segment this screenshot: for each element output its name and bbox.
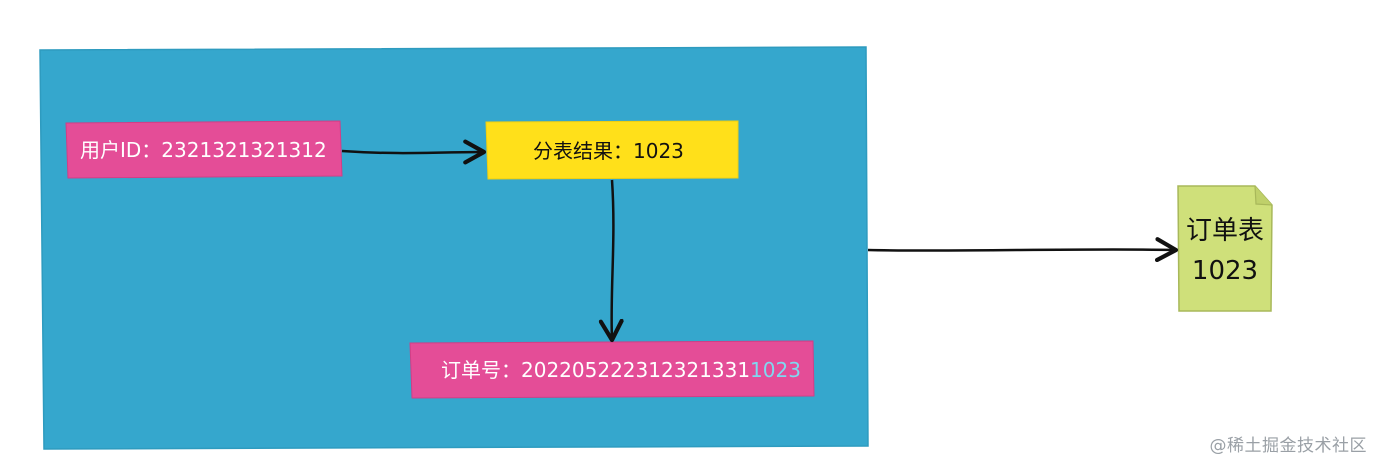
watermark-text: @稀土掘金技术社区 xyxy=(1209,436,1367,456)
document-icon xyxy=(1177,185,1273,312)
arrow-shard-to-order xyxy=(598,179,624,343)
order-table-document: 订单表 1023 xyxy=(1177,185,1273,312)
shard-result-label: 分表结果：1023 xyxy=(533,139,684,163)
user-id-node: 用户ID：2321321321312 xyxy=(65,120,343,179)
order-number-node: 订单号：2022052223123213311023 xyxy=(409,340,815,399)
arrow-container-to-table xyxy=(867,237,1179,263)
order-table-title: 订单表 xyxy=(1186,216,1264,246)
user-id-label: 用户ID：2321321321312 xyxy=(80,138,327,162)
arrow-user-to-shard xyxy=(341,139,487,165)
svg-text:订单号：2022052223123213311023: 订单号：2022052223123213311023 xyxy=(441,358,801,382)
order-number-suffix: 1023 xyxy=(750,358,801,382)
order-number-prefix: 订单号：202205222312321331 xyxy=(441,358,750,382)
order-table-number: 1023 xyxy=(1192,256,1258,286)
shard-result-node: 分表结果：1023 xyxy=(485,120,739,180)
